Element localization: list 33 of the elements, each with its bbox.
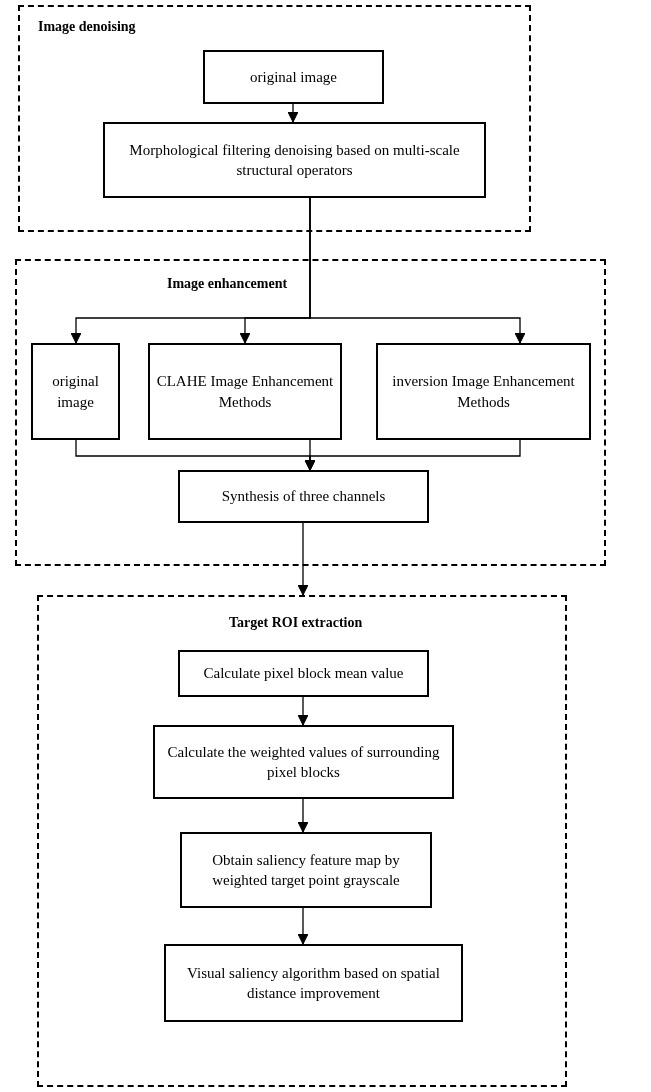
process-box [203, 50, 384, 104]
box-label: original image [248, 67, 339, 87]
process-box [376, 343, 591, 440]
process-box [178, 470, 429, 523]
group-frame [37, 595, 567, 1087]
process-box [164, 944, 463, 1022]
arrow [287, 103, 299, 123]
arrow [304, 439, 521, 471]
process-box [180, 832, 432, 908]
arrow [297, 907, 309, 945]
arrow [297, 522, 309, 596]
process-box [31, 343, 120, 440]
arrow [297, 696, 309, 726]
process-box [148, 343, 342, 440]
group-title: Target ROI extraction [229, 615, 363, 631]
arrow [309, 197, 526, 344]
box-label: Obtain saliency feature map by weighted target point grayscale [211, 850, 401, 890]
box-label: Synthesis of three channels [220, 487, 387, 507]
box-label: original image [51, 372, 100, 412]
group-title: Image denoising [38, 19, 136, 35]
arrow [297, 798, 309, 833]
box-label: Morphological filtering denoising based on multi-scale structural operators [128, 140, 461, 180]
group-frame [15, 259, 606, 566]
box-label: Calculate the weighted values of surrounding pixel blocks [166, 742, 441, 782]
process-box [153, 725, 454, 799]
box-label: Calculate pixel block mean value [202, 664, 405, 684]
box-label: Visual saliency algorithm based on spatial distance improvement [186, 963, 441, 1003]
group-title: Image enhancement [167, 276, 288, 292]
box-label: CLAHE Image Enhancement Methods [155, 372, 335, 412]
process-box [103, 122, 486, 198]
process-box [178, 650, 429, 697]
box-label: inversion Image Enhancement Methods [391, 372, 576, 412]
group-frame [18, 5, 531, 232]
